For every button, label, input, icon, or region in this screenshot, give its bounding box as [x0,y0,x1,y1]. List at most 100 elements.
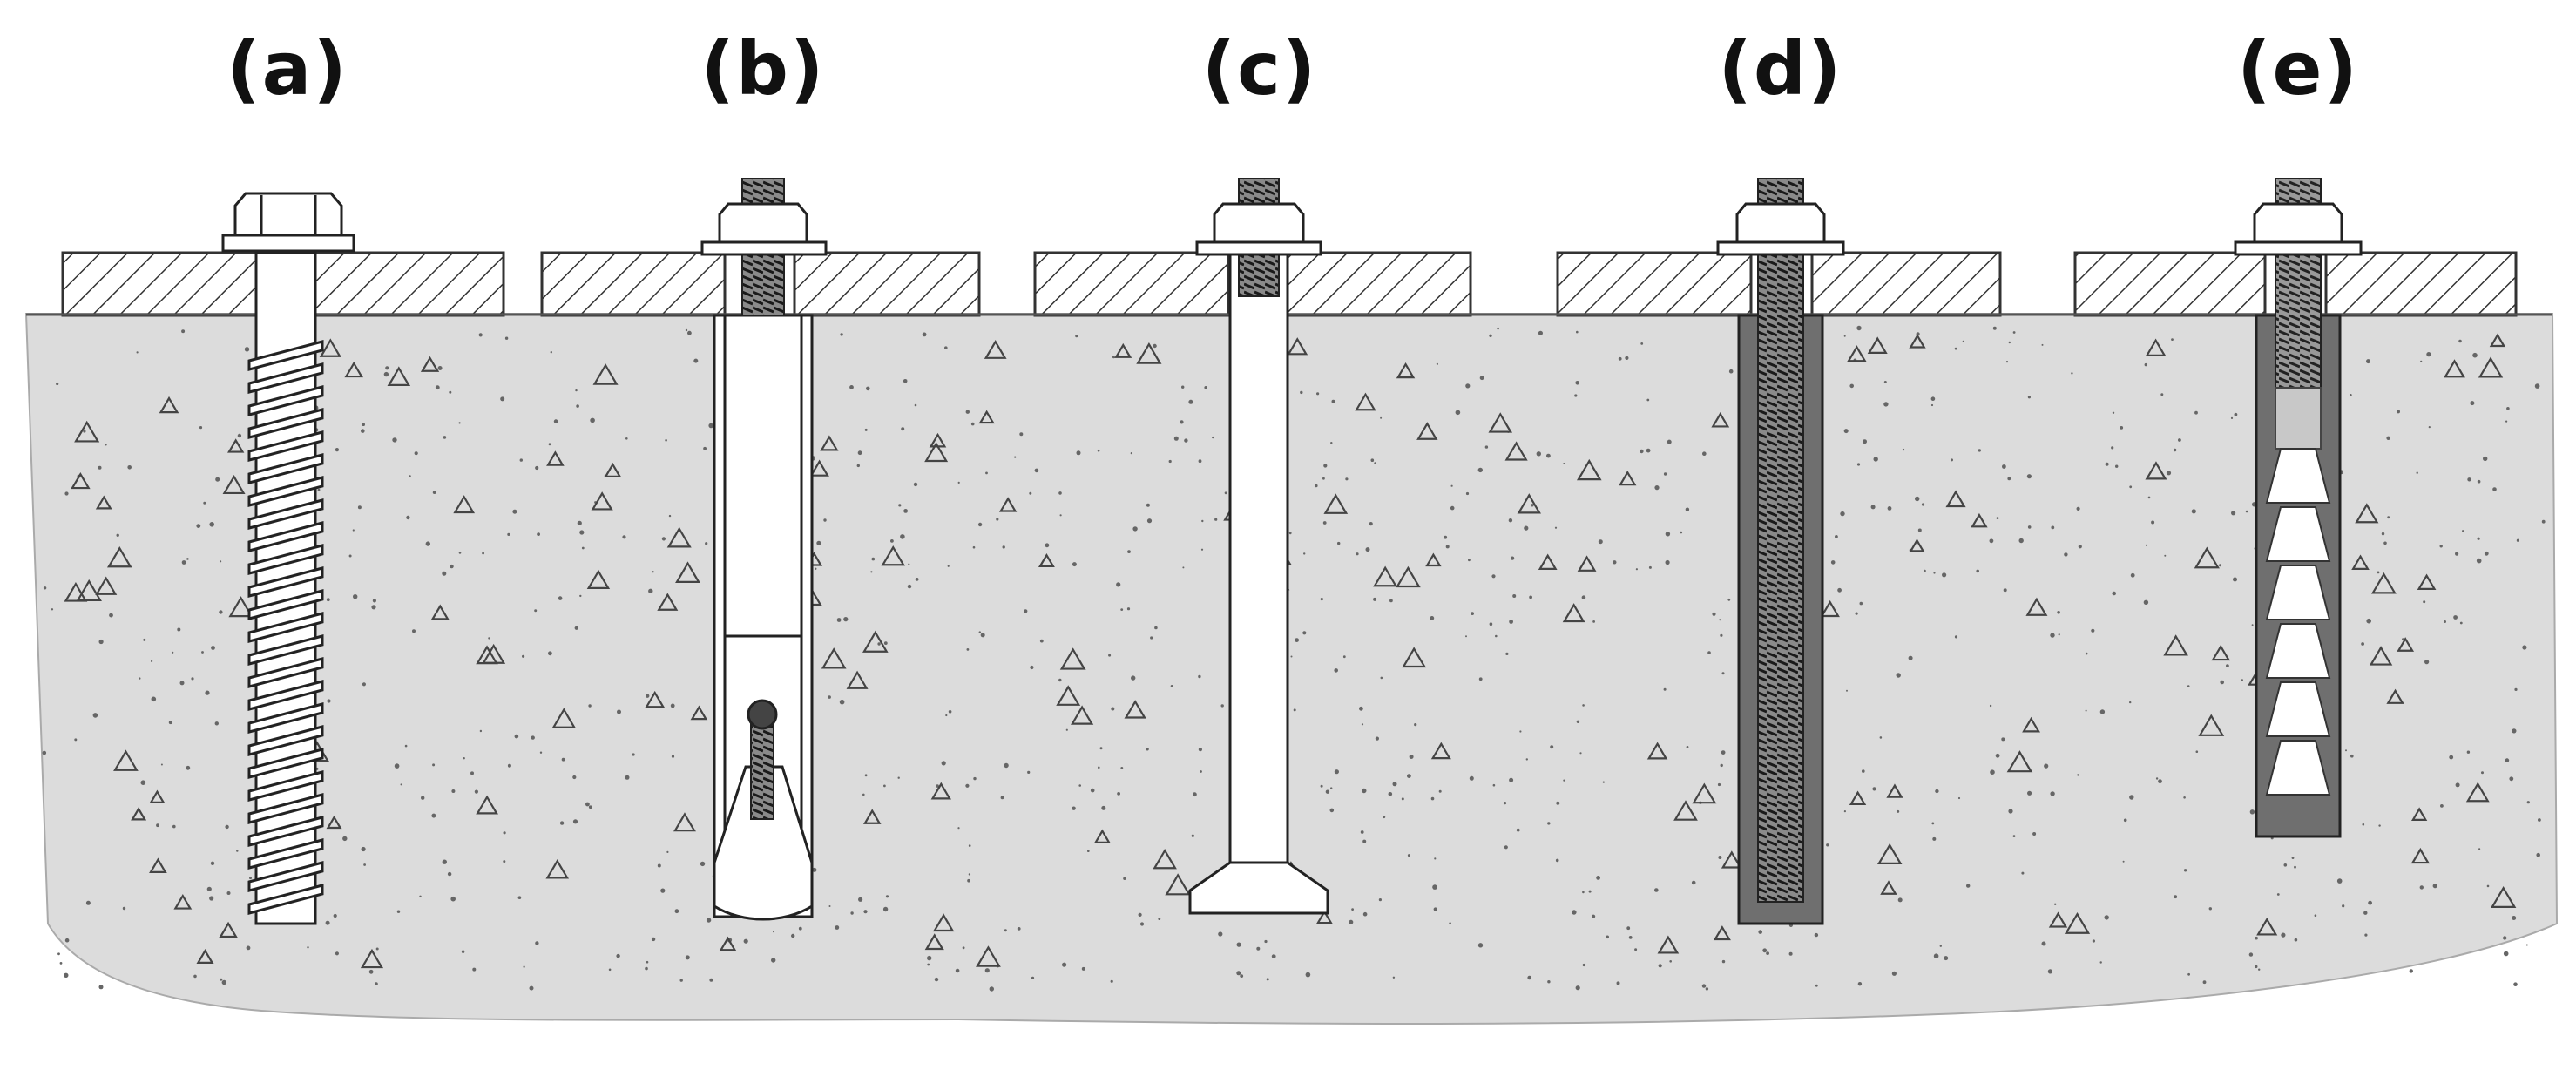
aggregate-speck [1469,775,1474,781]
aggregate-speck [1331,399,1335,403]
aggregate-speck [934,977,939,982]
aggregate-speck [1939,945,1942,947]
aggregate-speck [2129,701,2132,704]
aggregate-speck [450,564,454,569]
aggregate-speck [432,491,436,494]
aggregate-speck [883,784,886,788]
aggregate-stone [820,435,839,451]
aggregate-speck [1758,930,1762,934]
aggregate-speck [1509,777,1514,782]
aggregate-speck [392,437,397,443]
aggregate-speck [2314,914,2317,917]
aggregate-speck [901,427,905,431]
aggregate-speck [1957,796,1961,800]
aggregate-speck [2432,884,2437,889]
aggregate-speck [1434,857,1437,860]
aggregate-speck [419,895,422,898]
aggregate-speck [74,738,78,742]
aggregate-speck [2057,611,2060,614]
aggregate-speck [1322,521,1327,525]
aggregate-speck [2426,352,2431,357]
aggregate-speck [581,546,585,550]
aggregate-speck [2402,638,2404,640]
aggregate-speck [944,346,948,350]
aggregate-speck [850,911,854,915]
aggregate-speck [1815,984,1818,987]
aggregate-speck [1293,708,1296,712]
plate-c-right [1286,251,1472,317]
aggregate-speck [488,637,490,640]
aggregate-speck [1495,634,1498,638]
aggregate-speck [671,755,675,758]
aggregate-speck [375,982,378,985]
aggregate-speck [2428,426,2431,429]
aggregate-speck [98,985,104,990]
aggregate-speck [2424,660,2430,665]
aggregate-speck [657,863,661,868]
aggregate-speck [1058,491,1062,495]
aggregate-speck [362,423,366,427]
aggregate-speck [922,332,927,337]
aggregate-speck [1000,796,1004,800]
aggregate-speck [1616,981,1620,985]
bolt-b-washer [700,240,828,256]
aggregate-speck [2183,869,2187,872]
aggregate-speck [1116,582,1121,587]
aggregate-speck [1031,976,1035,979]
aggregate-speck [1663,472,1667,476]
stud-c-washer [1195,240,1322,256]
aggregate-speck [849,385,854,389]
screw-thread-flight [247,521,324,552]
aggregate-speck [2003,588,2007,593]
aggregate-speck [1184,438,1188,443]
aggregate-speck [670,703,675,708]
aggregate-stone [1396,362,1416,379]
aggregate-speck [965,783,970,788]
aggregate-speck [2366,359,2370,364]
aggregate-speck [1019,432,1024,437]
aggregate-speck [1154,626,1158,630]
aggregate-stone [1673,800,1698,821]
aggregate-speck [1846,689,1848,692]
aggregate-speck [1563,463,1565,464]
aggregate-speck [472,967,477,972]
aggregate-speck [1017,927,1021,931]
aggregate-speck [1078,784,1081,787]
aggregate-speck [186,558,189,560]
aggregate-speck [421,796,425,800]
aggregate-speck [828,695,831,699]
aggregate-speck [458,422,461,424]
aggregate-speck [394,763,400,769]
panel-label-c: (c) [1201,26,1318,112]
aggregate-speck [989,986,995,992]
aggregate-speck [2383,541,2387,545]
aggregate-stone [2444,359,2465,378]
aggregate-stone [1538,553,1558,571]
aggregate-speck [687,330,692,335]
aggregate-speck [839,699,845,705]
aggregate-speck [458,552,462,554]
aggregate-speck [2294,938,2298,942]
aggregate-speck [1409,755,1414,759]
aggregate-stone [592,363,619,385]
aggregate-speck [980,633,985,638]
aggregate-speck [843,617,849,622]
sleeve-b-cone [713,765,814,921]
aggregate-speck [1342,655,1346,659]
aggregate-speck [1098,766,1100,769]
aggregate-stone [1847,345,1867,362]
aggregate-speck [1873,457,1878,462]
aggregate-speck [871,557,876,561]
screw-thread-flight [247,770,324,802]
aggregate-speck [57,952,60,956]
aggregate-speck [1606,935,1609,939]
aggregate-stone [924,442,949,463]
aggregate-speck [1524,525,1529,531]
aggregate-speck [237,433,242,438]
aggregate-speck [1902,448,1905,451]
aggregate-speck [970,422,975,426]
aggregate-stone [1562,603,1585,623]
aggregate-speck [2054,903,2057,906]
aggregate-speck [1465,491,1470,496]
anchor-b-expansion-sleeve [700,178,828,921]
